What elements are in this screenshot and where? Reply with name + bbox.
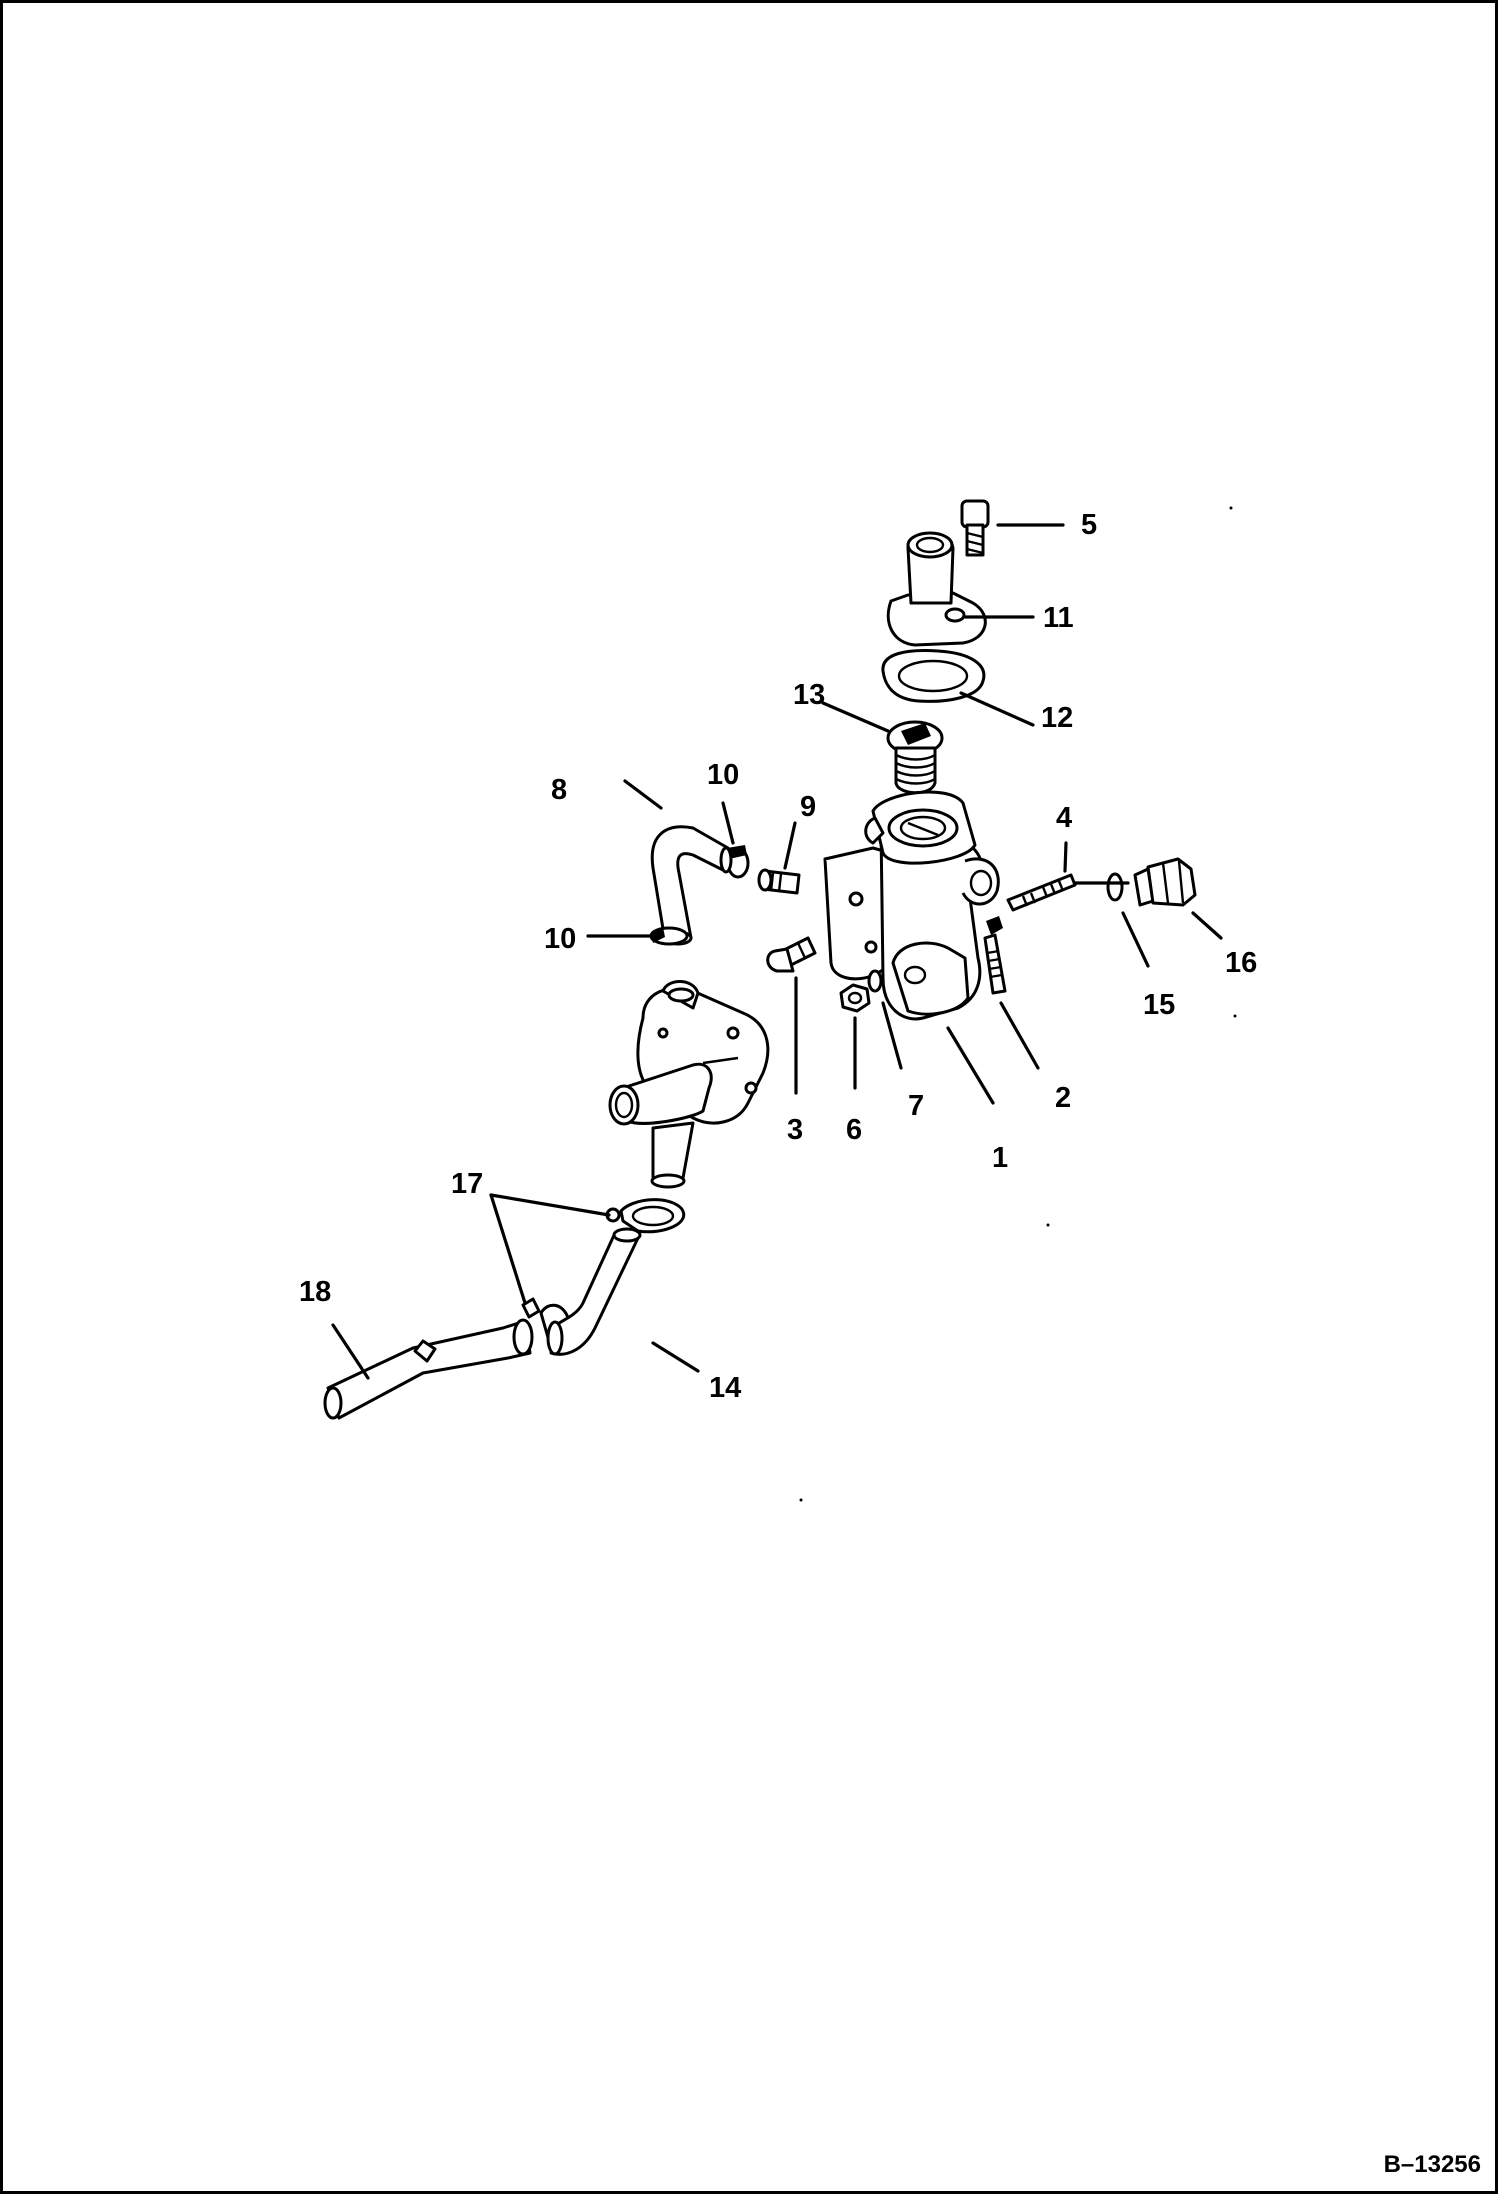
part-9-pipe [757,868,801,895]
leader-lines [331,523,1223,1380]
part-12-gasket [881,649,986,703]
callout-13: 13 [793,679,825,711]
part-3-bolt [766,936,817,973]
water-pump [608,980,770,1189]
callout-7: 7 [908,1090,924,1122]
part-11-thermostat-cover [886,531,987,647]
callout-1: 1 [992,1142,1008,1174]
figure-reference-code: B–13256 [1383,2151,1481,2178]
callout-3: 3 [787,1114,803,1146]
callout-16: 14 [709,1372,741,1404]
part-15-plug [1133,857,1197,907]
callout-4: 4 [1056,802,1072,834]
callout-12: 12 [1041,702,1073,734]
callout-5: 5 [1081,509,1097,541]
callout-2: 2 [1055,1082,1071,1114]
part-5-bolt [960,499,990,557]
callout-10-lower: 10 [544,923,576,955]
part-13-thermostat [886,720,944,795]
part-7-washer [867,969,883,993]
part-17-clamp-upper [605,1198,686,1234]
part-18-pipe [323,1318,534,1420]
part-16-hose [546,1227,642,1356]
callout-14: 15 [1143,989,1175,1021]
callout-11: 11 [1043,602,1074,634]
callout-labels: 5 11 12 13 8 10 9 10 4 15 16 2 1 7 6 3 1… [299,509,1257,1404]
part-2-stud [983,916,1007,995]
callout-18: 18 [299,1276,331,1308]
part-4-stud [1006,873,1077,912]
part-8-bypass-hose [650,825,733,946]
callout-8: 8 [551,774,567,806]
callout-15: 16 [1225,947,1257,979]
part-6-nut [839,983,871,1013]
part-10-clamp-lower [649,926,689,946]
scan-specks [799,506,1237,1502]
callout-10-upper: 10 [707,759,739,791]
part-14-washer [1106,872,1124,902]
callout-6: 6 [846,1114,862,1146]
cooling-system-exploded-diagram: 5 11 12 13 8 10 9 10 4 15 16 2 1 7 6 3 1… [299,499,1257,1502]
part-1-thermostat-housing [823,790,1000,1021]
callout-17: 17 [451,1168,483,1200]
callout-9: 9 [800,791,816,823]
